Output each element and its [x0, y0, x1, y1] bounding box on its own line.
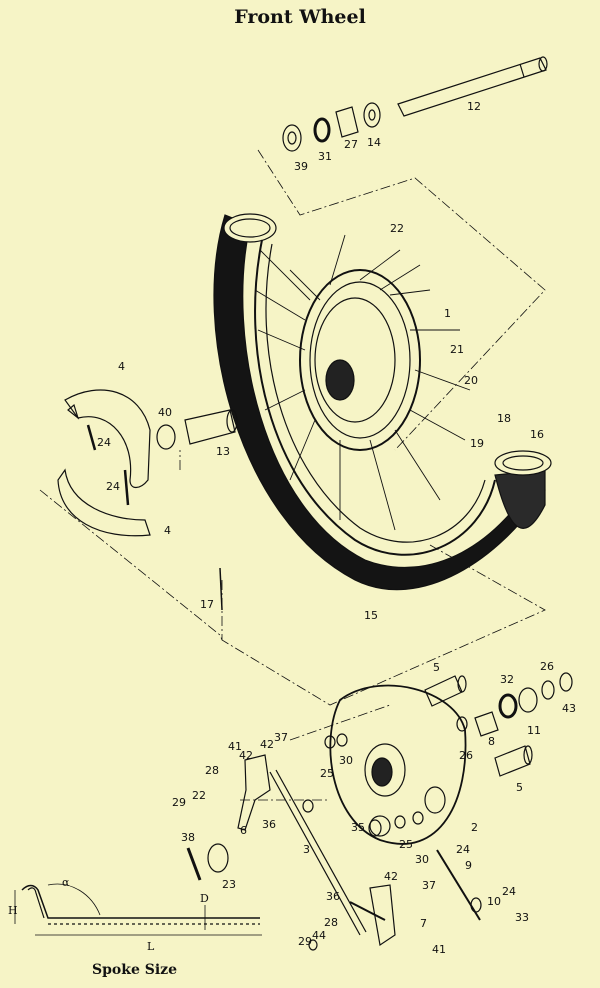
- callout-33: 33: [515, 911, 529, 924]
- callout-6: 6: [240, 824, 247, 837]
- callout-16: 16: [530, 428, 544, 441]
- callout-27: 27: [344, 138, 358, 151]
- callout-5b: 5: [516, 781, 523, 794]
- callout-32: 32: [500, 673, 514, 686]
- hub: [299, 269, 421, 451]
- callout-7: 7: [420, 917, 427, 930]
- callout-39: 39: [294, 160, 308, 173]
- callout-37a: 37: [274, 731, 288, 744]
- callout-28b: 28: [324, 916, 338, 929]
- callout-36b: 36: [326, 890, 340, 903]
- callout-11: 11: [527, 724, 541, 737]
- callout-24b: 24: [106, 480, 120, 493]
- axle: [397, 56, 548, 117]
- callout-29a: 29: [172, 796, 186, 809]
- callout-18: 18: [497, 412, 511, 425]
- callout-9: 9: [465, 859, 472, 872]
- callout-26a: 26: [459, 749, 473, 762]
- callout-42c: 42: [384, 870, 398, 883]
- callout-3: 3: [303, 843, 310, 856]
- dim-h: H: [8, 904, 18, 917]
- cam-lever-parts: [186, 733, 482, 951]
- callout-20: 20: [464, 374, 478, 387]
- callout-2: 2: [471, 821, 478, 834]
- tire: [213, 213, 552, 591]
- brake-shoes: [57, 389, 151, 537]
- callout-8: 8: [488, 735, 495, 748]
- rim: [254, 239, 496, 556]
- hub-bearing-parts-top: [282, 102, 381, 152]
- collar-shaft: [156, 409, 238, 450]
- callout-24d: 24: [502, 885, 516, 898]
- callout-30a: 30: [339, 754, 353, 767]
- callout-10: 10: [487, 895, 501, 908]
- callout-19: 19: [470, 437, 484, 450]
- callout-15: 15: [364, 609, 378, 622]
- callout-13: 13: [216, 445, 230, 458]
- dim-l: L: [147, 940, 155, 953]
- callout-21: 21: [450, 343, 464, 356]
- brake-shoe-springs: [86, 424, 223, 611]
- callout-5a: 5: [433, 661, 440, 674]
- dim-alpha: α: [62, 876, 70, 889]
- hub-right-parts: [424, 672, 573, 777]
- spoke-size-caption: Spoke Size: [92, 962, 178, 978]
- callout-29b: 29: [298, 935, 312, 948]
- callout-41b: 41: [432, 943, 446, 956]
- callout-1: 1: [444, 307, 451, 320]
- callout-23: 23: [222, 878, 236, 891]
- callout-22a: 22: [390, 222, 404, 235]
- brake-panel: [329, 684, 467, 845]
- callout-17: 17: [200, 598, 214, 611]
- callout-25a: 25: [320, 767, 334, 780]
- callout-38: 38: [181, 831, 195, 844]
- callout-30b: 30: [415, 853, 429, 866]
- callout-12: 12: [467, 100, 481, 113]
- callout-41a: 41: [228, 740, 242, 753]
- callout-14: 14: [367, 136, 381, 149]
- spokes: [254, 234, 471, 531]
- callout-35: 35: [351, 821, 365, 834]
- callout-42b: 42: [260, 738, 274, 751]
- callout-36a: 36: [262, 818, 276, 831]
- callout-42a: 42: [239, 749, 253, 762]
- callout-24a: 24: [97, 436, 111, 449]
- callout-31: 31: [318, 150, 332, 163]
- callout-43: 43: [562, 702, 576, 715]
- callout-25b: 25: [399, 838, 413, 851]
- callout-37b: 37: [422, 879, 436, 892]
- callout-28a: 28: [205, 764, 219, 777]
- callout-26b: 26: [540, 660, 554, 673]
- callout-4a: 4: [118, 360, 125, 373]
- callout-24c: 24: [456, 843, 470, 856]
- callout-40: 40: [158, 406, 172, 419]
- callout-44: 44: [312, 929, 326, 942]
- spoke-size-diagram: [14, 883, 262, 936]
- page-title: Front Wheel: [234, 6, 366, 28]
- callout-22b: 22: [192, 789, 206, 802]
- callout-4b: 4: [164, 524, 171, 537]
- dim-d: D: [200, 892, 209, 905]
